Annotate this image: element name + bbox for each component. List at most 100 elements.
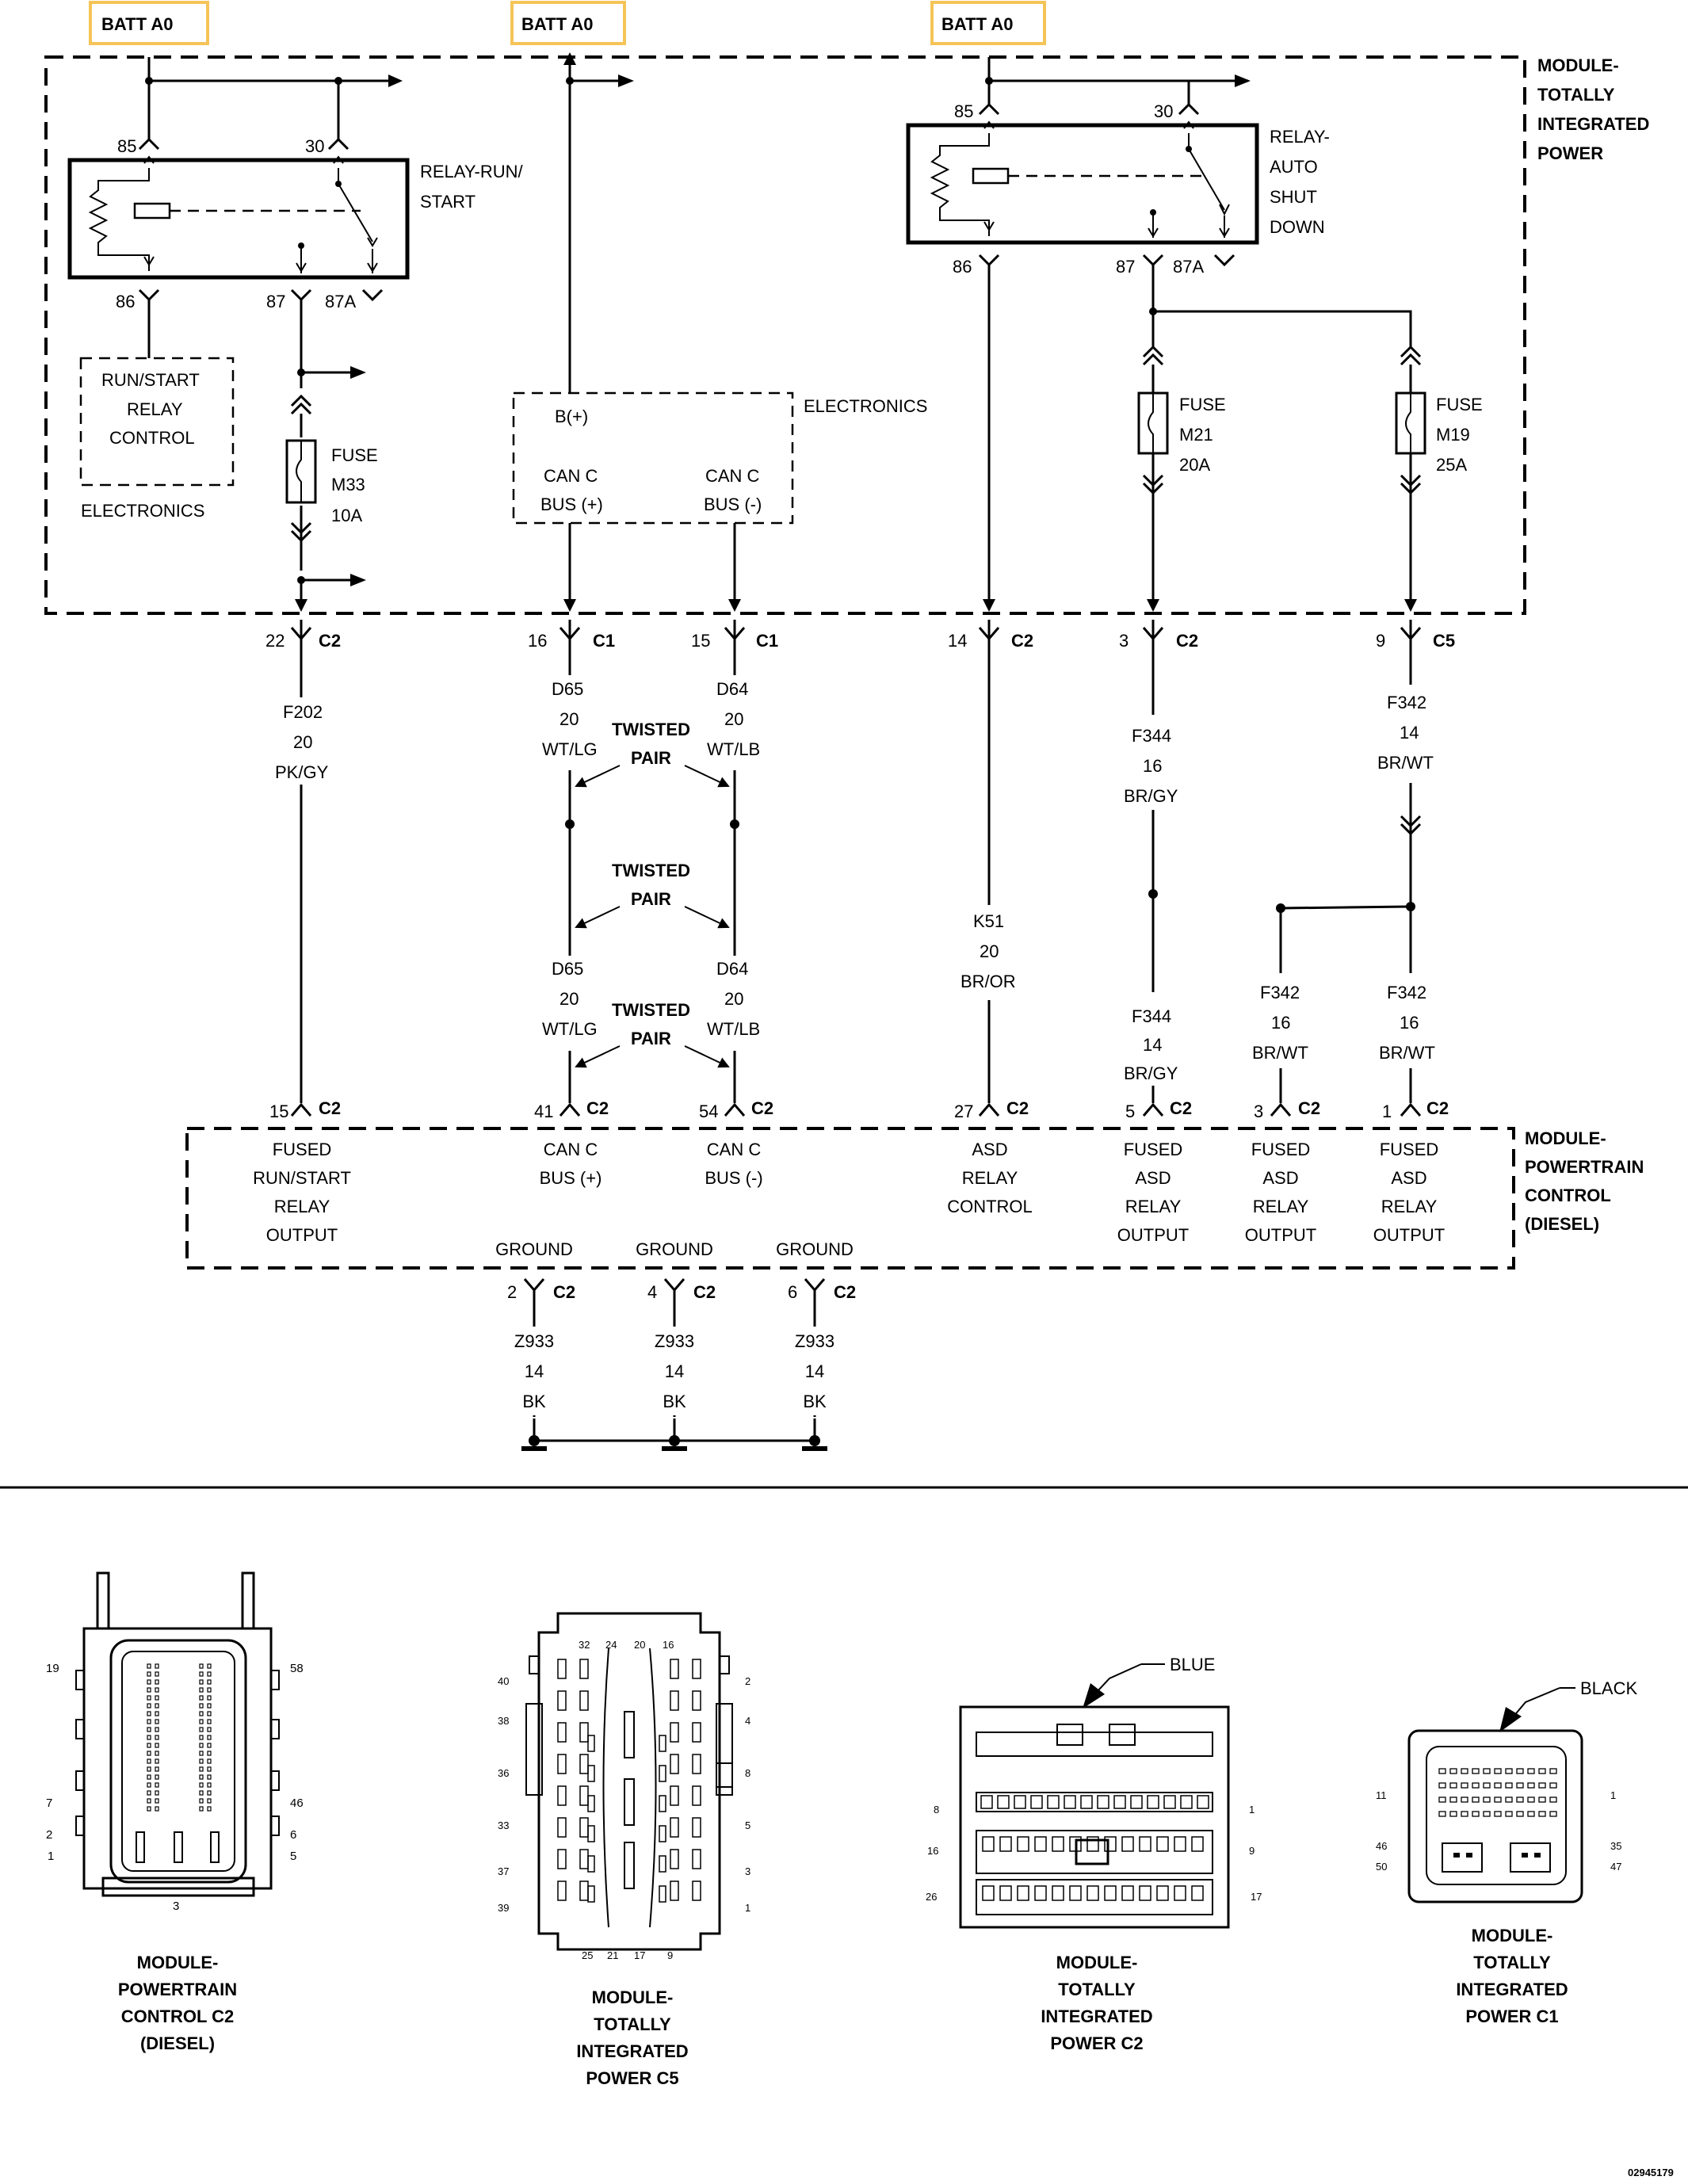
svg-text:MODULE-: MODULE- (1537, 55, 1619, 75)
cavity (587, 1795, 595, 1812)
svg-text:FUSE: FUSE (1179, 395, 1226, 414)
cavity (692, 1880, 701, 1901)
svg-text:2: 2 (507, 1282, 517, 1302)
cavity (155, 1758, 159, 1764)
svg-text:14: 14 (525, 1361, 544, 1381)
svg-text:(DIESEL): (DIESEL) (140, 2033, 215, 2053)
svg-text:BUS (+): BUS (+) (540, 1168, 602, 1188)
cavity (1516, 1811, 1524, 1817)
svg-text:3: 3 (745, 1865, 750, 1877)
svg-text:GROUND: GROUND (776, 1239, 854, 1259)
cavity (1449, 1768, 1457, 1774)
cavity (557, 1722, 567, 1743)
svg-text:SHUT: SHUT (1270, 187, 1317, 207)
svg-text:17: 17 (1251, 1891, 1262, 1903)
svg-text:4: 4 (647, 1282, 657, 1302)
svg-text:AUTO: AUTO (1270, 157, 1318, 177)
svg-text:20: 20 (293, 732, 312, 752)
svg-text:24: 24 (605, 1639, 617, 1651)
tipm-connector-22-c2: 22 C2 (265, 627, 341, 651)
svg-text:BR/GY: BR/GY (1124, 786, 1178, 806)
tipm-c1-cavities (1438, 1768, 1557, 1817)
svg-text:MODULE-: MODULE- (137, 1953, 219, 1972)
cavity (1527, 1782, 1535, 1789)
svg-text:87A: 87A (325, 292, 356, 311)
tipm-module-label: MODULE- TOTALLY INTEGRATED POWER (1537, 55, 1649, 163)
svg-text:D64: D64 (716, 679, 748, 699)
svg-text:C2: C2 (751, 1098, 773, 1118)
wire-k51: K51 20 BR/OR (951, 620, 1030, 1103)
electronics-can-box: B(+) ELECTRONICS CAN C BUS (+) CAN C BUS… (512, 52, 927, 612)
svg-text:ASD: ASD (1135, 1168, 1171, 1188)
svg-text:RELAY: RELAY (274, 1197, 330, 1216)
cavity (1472, 1796, 1480, 1803)
cavity (670, 1880, 679, 1901)
svg-text:POWERTRAIN: POWERTRAIN (118, 1980, 237, 1999)
svg-text:WT/LG: WT/LG (542, 739, 598, 759)
svg-text:86: 86 (116, 292, 135, 311)
svg-text:36: 36 (498, 1767, 509, 1779)
cavity (1483, 1782, 1491, 1789)
svg-text:PAIR: PAIR (631, 889, 671, 909)
cavity (587, 1885, 595, 1903)
svg-text:16: 16 (663, 1639, 674, 1651)
cavity (199, 1758, 204, 1764)
cavity (692, 1785, 701, 1806)
figure-id: 02945179 (1628, 2167, 1674, 2178)
svg-text:DOWN: DOWN (1270, 217, 1325, 237)
svg-text:WT/LB: WT/LB (707, 1019, 760, 1039)
cavity (155, 1790, 159, 1796)
svg-text:BK: BK (803, 1392, 827, 1411)
cavity (1064, 1795, 1076, 1809)
cavity (1017, 1885, 1029, 1901)
svg-text:2: 2 (46, 1828, 52, 1842)
cavity (670, 1690, 679, 1711)
svg-text:INTEGRATED: INTEGRATED (1456, 1980, 1568, 1999)
cavity (147, 1782, 151, 1788)
cavity (1449, 1796, 1457, 1803)
svg-text:16: 16 (1271, 1013, 1290, 1033)
svg-text:CAN C: CAN C (544, 1140, 598, 1159)
cavity (1139, 1836, 1151, 1852)
cavity (1516, 1782, 1524, 1789)
svg-text:D65: D65 (552, 959, 583, 979)
cavity (579, 1754, 589, 1774)
svg-text:C2: C2 (1176, 631, 1198, 651)
svg-text:20: 20 (724, 709, 743, 729)
fuse-m21-m19-circuit: FUSE M21 20A FUSE M19 25A (1137, 265, 1483, 612)
fuse-m33-circuit: FUSE M33 10A (285, 300, 378, 612)
svg-text:BR/WT: BR/WT (1379, 1043, 1435, 1063)
cavity (1505, 1768, 1513, 1774)
cavity (147, 1663, 151, 1669)
cavity (155, 1798, 159, 1804)
svg-text:WT/LB: WT/LB (707, 739, 760, 759)
svg-text:1: 1 (1249, 1804, 1255, 1816)
cavity (1461, 1782, 1468, 1789)
svg-text:14: 14 (805, 1361, 824, 1381)
cavity (659, 1795, 666, 1812)
cavity (1130, 1795, 1143, 1809)
svg-text:M33: M33 (331, 475, 365, 494)
svg-text:F342: F342 (1387, 693, 1426, 712)
svg-text:85: 85 (954, 101, 973, 121)
svg-text:MODULE-: MODULE- (1525, 1128, 1606, 1148)
svg-text:D65: D65 (552, 679, 583, 699)
cavity (1472, 1811, 1480, 1817)
cavity (199, 1671, 204, 1677)
cavity (155, 1703, 159, 1709)
svg-text:ASD: ASD (972, 1140, 1007, 1159)
tipm-connector-16-c1: 16 C1 (528, 627, 615, 651)
cavity (1438, 1796, 1446, 1803)
cavity (579, 1785, 589, 1806)
svg-text:17: 17 (634, 1949, 645, 1961)
svg-text:GROUND: GROUND (495, 1239, 573, 1259)
svg-text:INTEGRATED: INTEGRATED (1041, 2006, 1152, 2026)
cavity (1180, 1795, 1193, 1809)
cavity (199, 1727, 204, 1732)
svg-text:C1: C1 (756, 631, 778, 651)
cavity (1549, 1796, 1557, 1803)
cavity (1461, 1768, 1468, 1774)
cavity (155, 1735, 159, 1740)
batt-label-1: BATT A0 (89, 1, 209, 45)
cavity (1156, 1885, 1169, 1901)
